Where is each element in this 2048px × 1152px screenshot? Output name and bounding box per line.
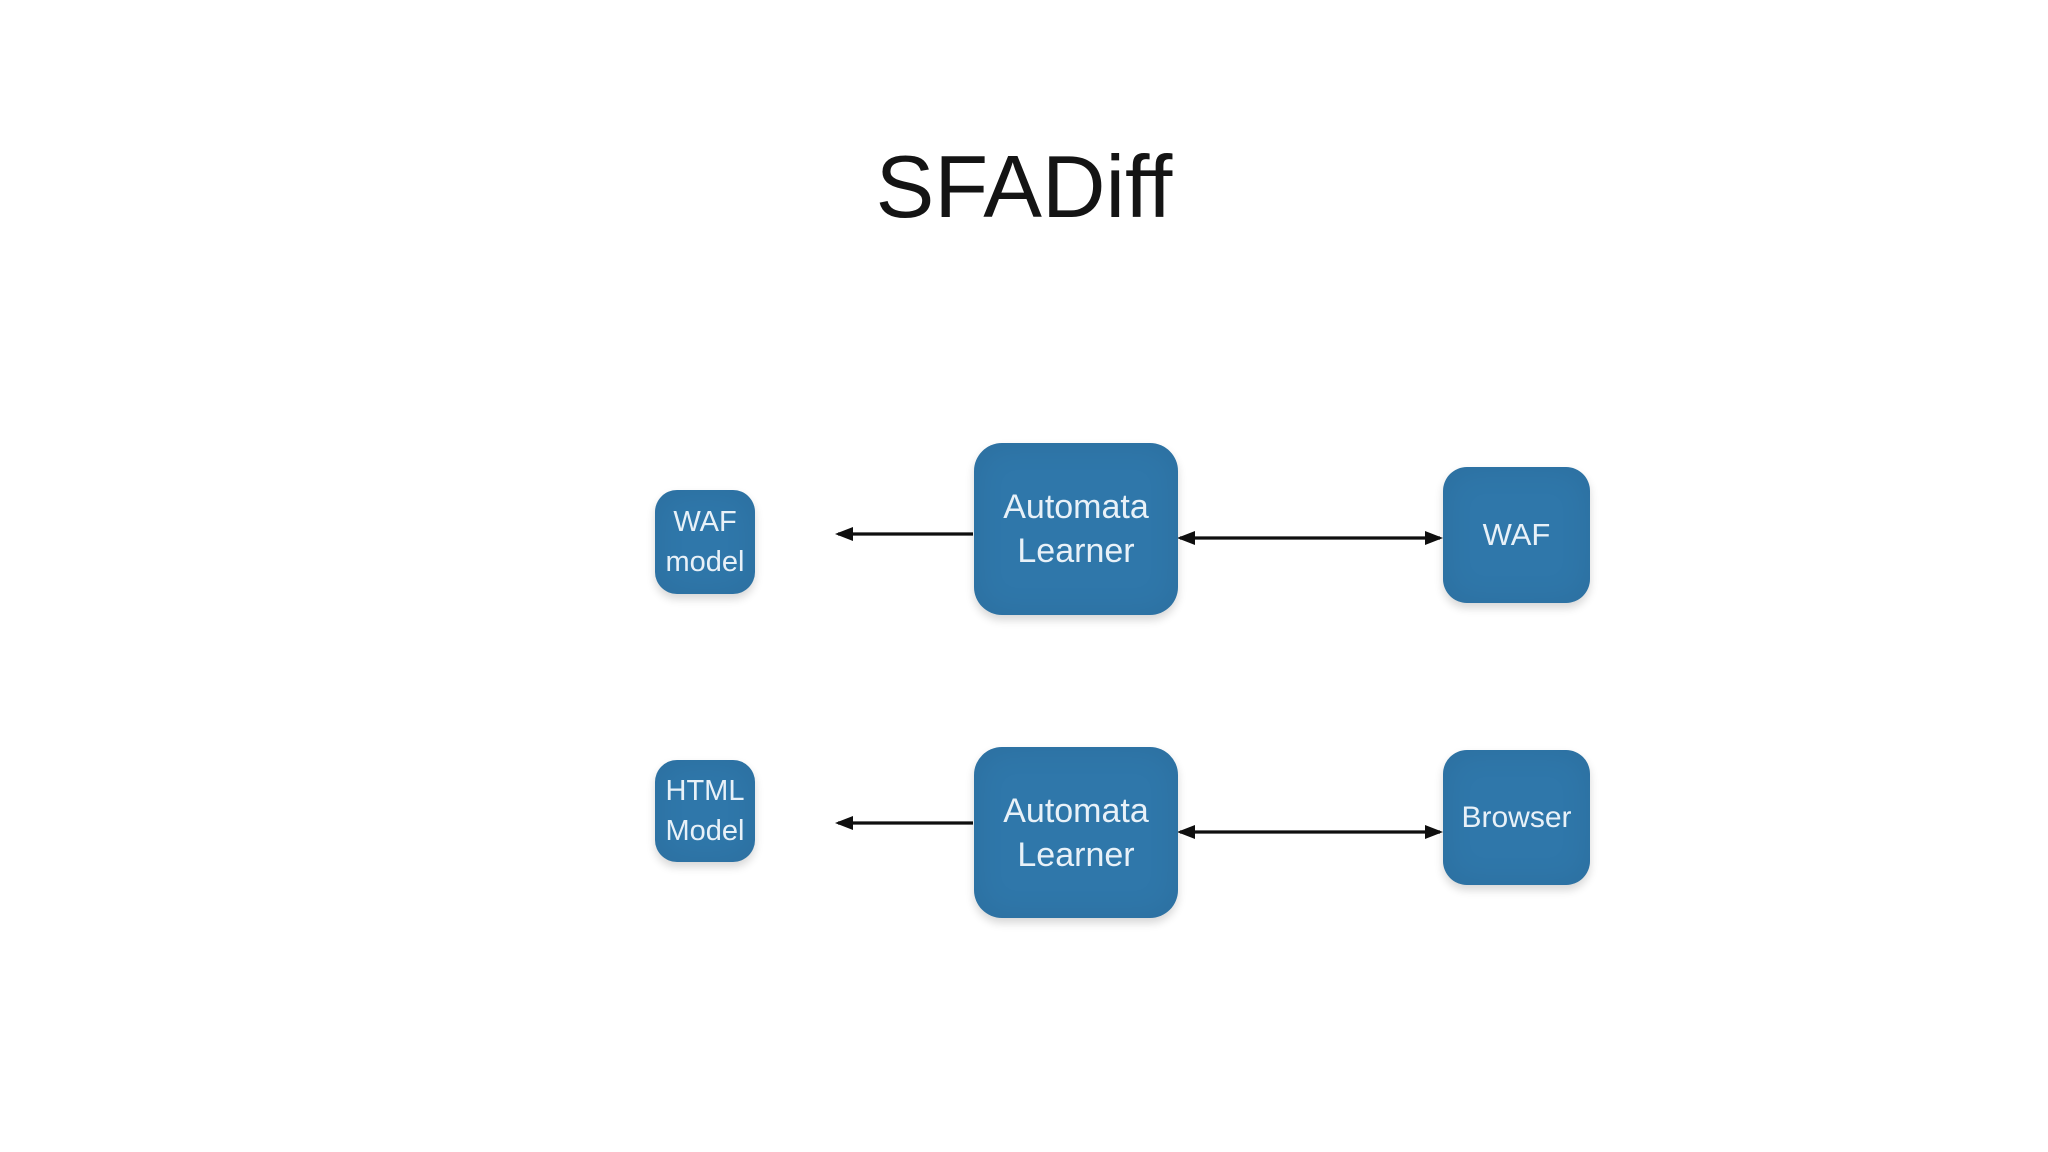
node-waf-label: WAF [1482, 517, 1551, 552]
node-browser: Browser [1443, 750, 1590, 885]
node-waf: WAF [1443, 467, 1590, 603]
node-html-model-label-line2: Model [665, 815, 745, 847]
node-html-model-label-line1: HTML [665, 775, 745, 807]
node-waf-model-label-line1: WAF [673, 506, 737, 538]
slide-title: SFADiff [875, 137, 1173, 236]
node-automata-learner-bottom-label-line2: Learner [1017, 835, 1135, 874]
node-automata-learner-bottom: Automata Learner [974, 747, 1178, 918]
node-automata-learner-top-label-line2: Learner [1017, 532, 1135, 570]
node-browser-label: Browser [1461, 800, 1572, 834]
node-automata-learner-top: Automata Learner [974, 443, 1178, 615]
node-html-model: HTML Model [655, 760, 755, 862]
node-waf-model-label-line2: model [665, 546, 745, 578]
node-waf-model: WAF model [655, 490, 755, 594]
node-automata-learner-bottom-label-line1: Automata [1003, 791, 1149, 830]
node-automata-learner-top-label-line1: Automata [1003, 488, 1149, 526]
